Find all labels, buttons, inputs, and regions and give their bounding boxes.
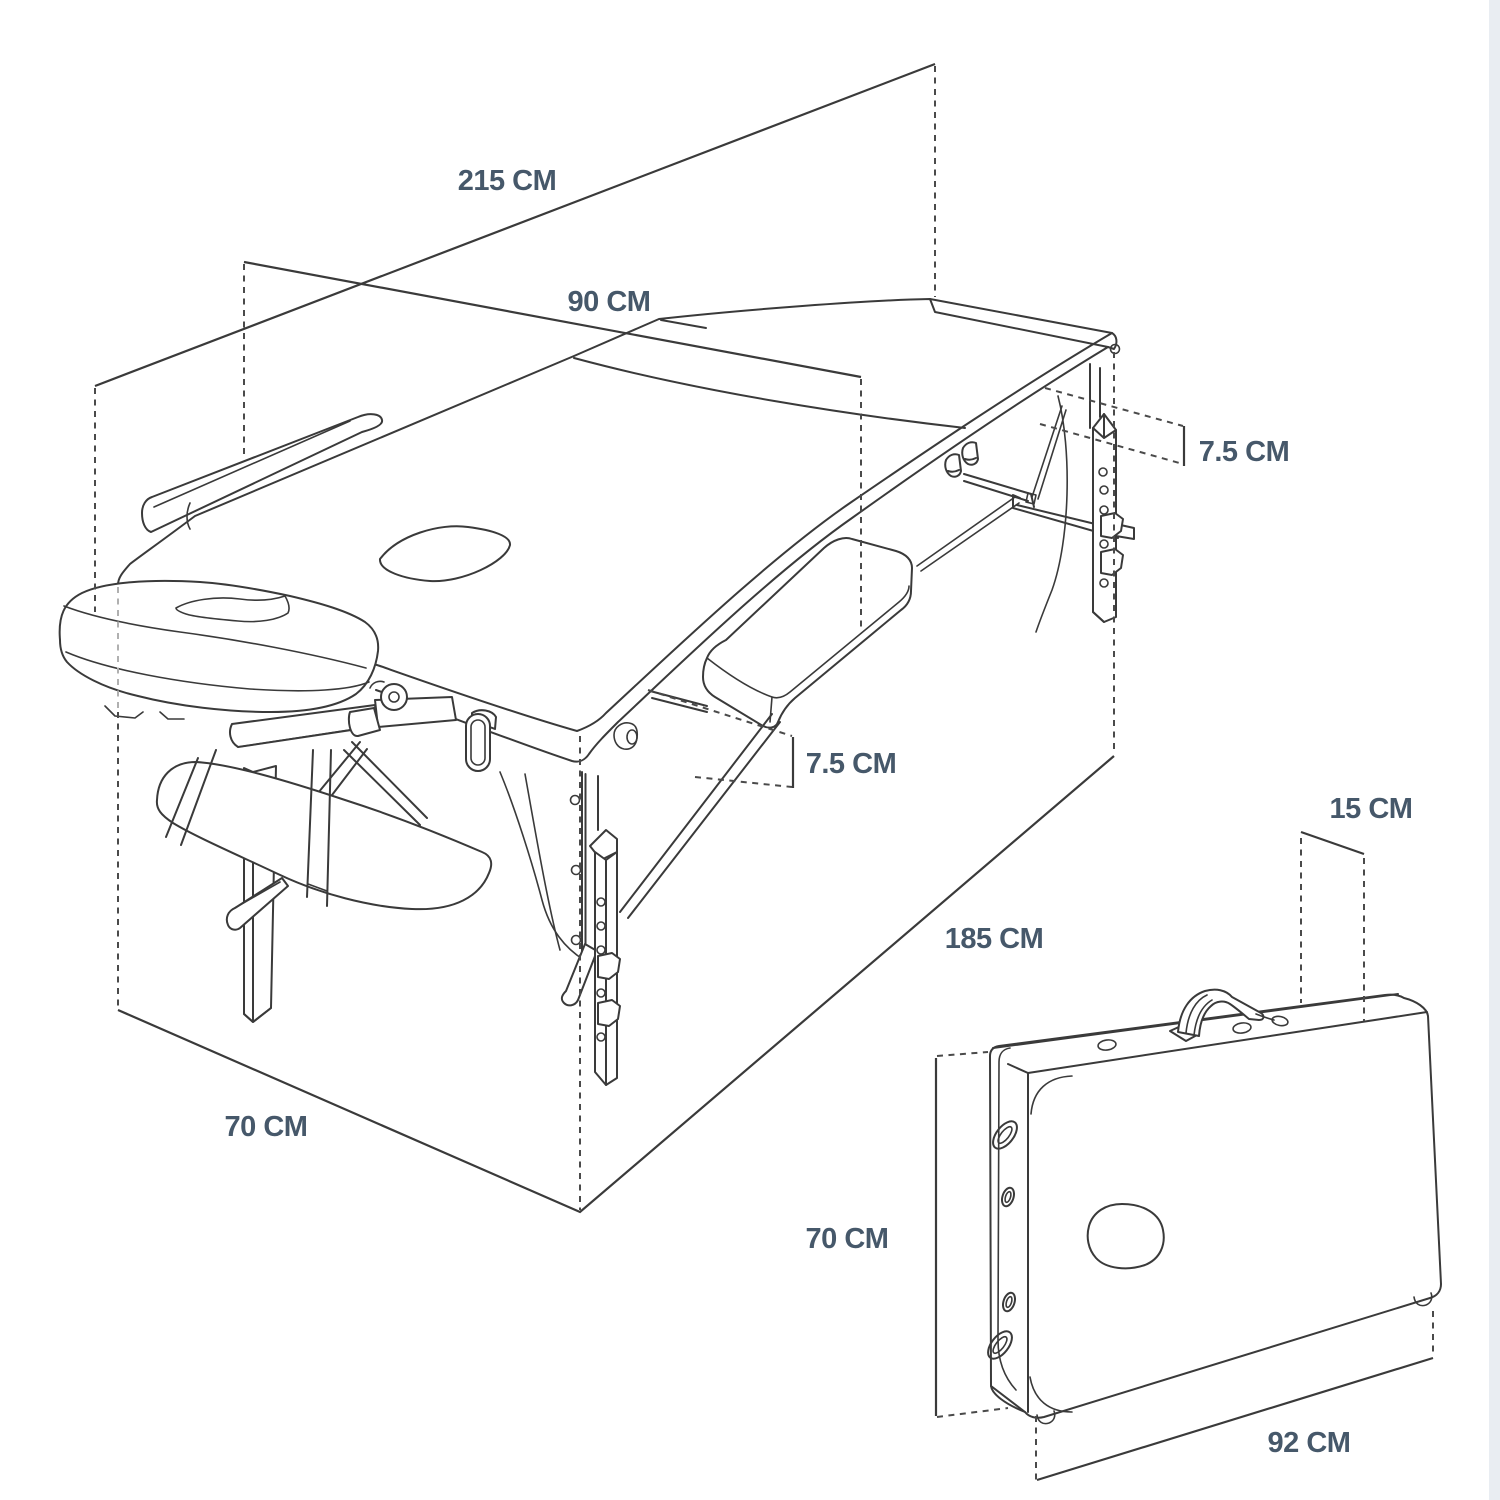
svg-text:7.5 CM: 7.5 CM [1199,436,1289,468]
svg-text:70 CM: 70 CM [806,1223,889,1255]
svg-text:215 CM: 215 CM [458,165,557,197]
svg-text:15 CM: 15 CM [1330,793,1413,825]
svg-text:90 CM: 90 CM [568,286,651,318]
svg-text:92 CM: 92 CM [1268,1427,1351,1459]
svg-text:185 CM: 185 CM [945,923,1044,955]
svg-text:7.5 CM: 7.5 CM [806,748,896,780]
svg-text:70 CM: 70 CM [225,1111,308,1143]
